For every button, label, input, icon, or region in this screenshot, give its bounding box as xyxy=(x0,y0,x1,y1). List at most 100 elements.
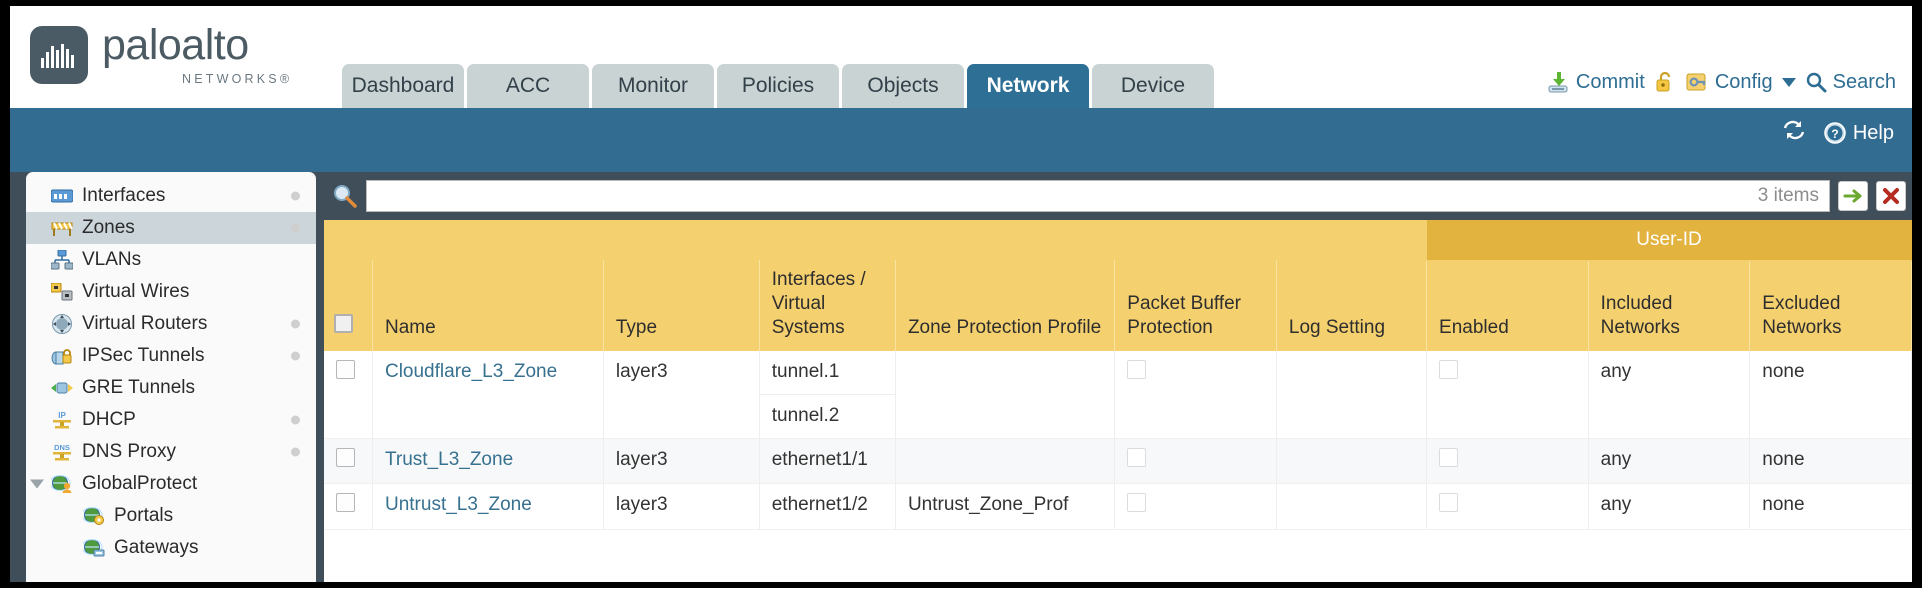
apply-filter-button[interactable] xyxy=(1838,181,1868,211)
magnifier-icon xyxy=(1806,72,1827,93)
row-checkbox[interactable] xyxy=(336,360,355,380)
tab-objects[interactable]: Objects xyxy=(842,64,964,108)
portals-icon xyxy=(82,506,105,527)
row-checkbox[interactable] xyxy=(336,447,355,467)
svg-text:DNS: DNS xyxy=(54,443,70,452)
row-select-cell[interactable] xyxy=(324,438,373,485)
chevron-down-icon xyxy=(1781,77,1796,87)
zones-icon xyxy=(50,218,73,239)
zone-name-link[interactable]: Untrust_L3_Zone xyxy=(384,494,532,516)
magnifier-icon xyxy=(332,183,358,209)
column-header-type[interactable]: Type xyxy=(603,260,760,352)
green-arrow-icon xyxy=(1843,189,1862,203)
clear-filter-button[interactable] xyxy=(1876,181,1906,211)
refresh-button[interactable] xyxy=(1781,118,1807,148)
commit-disk-icon xyxy=(1548,72,1568,93)
sidebar-item-virtual-wires[interactable]: Virtual Wires xyxy=(26,276,316,308)
zone-type-cell: layer3 xyxy=(603,483,760,530)
app-header: paloalto NETWORKS® Dashboard ACC Monitor… xyxy=(0,0,1922,108)
status-dot xyxy=(291,351,300,361)
column-header-included-networks[interactable]: Included Networks xyxy=(1588,260,1751,352)
sidebar-item-gre-tunnels[interactable]: GRE Tunnels xyxy=(26,372,316,404)
help-label: Help xyxy=(1852,121,1894,144)
column-header-enabled[interactable]: Enabled xyxy=(1426,260,1589,352)
network-sidebar: Interfaces Zones xyxy=(26,172,316,582)
packet-buffer-protection-checkbox[interactable] xyxy=(1127,360,1147,380)
sidebar-label: Virtual Wires xyxy=(82,281,190,302)
user-id-enabled-cell[interactable] xyxy=(1426,351,1589,439)
zone-name-cell[interactable]: Cloudflare_L3_Zone xyxy=(372,351,604,439)
sidebar-item-globalprotect[interactable]: GlobalProtect xyxy=(26,468,316,500)
zone-name-link[interactable]: Cloudflare_L3_Zone xyxy=(384,361,558,383)
status-dot xyxy=(291,447,300,457)
sidebar-item-interfaces[interactable]: Interfaces xyxy=(26,180,316,212)
sidebar-item-gateways[interactable]: Gateways xyxy=(26,532,316,564)
table-row[interactable]: Trust_L3_Zone layer3 ethernet1/1 xyxy=(324,438,1912,485)
zones-table-container: User-ID Name Type Interfaces / Virtual S… xyxy=(324,220,1912,582)
expander-triangle-icon[interactable] xyxy=(30,479,44,489)
column-header-log-setting[interactable]: Log Setting xyxy=(1276,260,1428,352)
column-header-packet-buffer-protection[interactable]: Packet Buffer Protection xyxy=(1114,260,1277,352)
column-header-excluded-networks[interactable]: Excluded Networks xyxy=(1749,260,1912,352)
config-menu[interactable]: Config xyxy=(1685,70,1796,94)
content-area: Interfaces Zones xyxy=(0,172,1922,588)
excluded-networks-cell: none xyxy=(1749,351,1912,439)
item-count: 3 items xyxy=(1757,185,1819,206)
search-input[interactable]: 3 items xyxy=(366,180,1830,212)
sidebar-item-zones[interactable]: Zones xyxy=(26,212,316,244)
row-select-cell[interactable] xyxy=(324,483,373,530)
refresh-icon xyxy=(1783,120,1805,140)
zone-name-link[interactable]: Trust_L3_Zone xyxy=(384,448,514,470)
sidebar-item-portals[interactable]: Portals xyxy=(26,500,316,532)
user-id-enabled-cell[interactable] xyxy=(1426,438,1589,485)
packet-buffer-protection-checkbox[interactable] xyxy=(1127,447,1147,467)
row-checkbox[interactable] xyxy=(336,493,355,513)
user-id-enabled-checkbox[interactable] xyxy=(1439,493,1459,513)
zone-type-cell: layer3 xyxy=(603,351,760,439)
user-id-enabled-cell[interactable] xyxy=(1426,483,1589,530)
zone-type-cell: layer3 xyxy=(603,438,760,485)
search-button[interactable]: Search xyxy=(1805,71,1896,94)
commit-button[interactable]: Commit xyxy=(1546,70,1645,94)
select-all-checkbox[interactable] xyxy=(334,313,353,333)
sidebar-item-virtual-routers[interactable]: Virtual Routers xyxy=(26,308,316,340)
zone-name-cell[interactable]: Trust_L3_Zone xyxy=(372,438,604,485)
sidebar-item-ipsec-tunnels[interactable]: IPSec Tunnels xyxy=(26,340,316,372)
lock-button[interactable] xyxy=(1654,70,1676,94)
zone-name-cell[interactable]: Untrust_L3_Zone xyxy=(372,483,604,530)
packet-buffer-protection-cell[interactable] xyxy=(1114,438,1277,485)
brand-tagline: NETWORKS® xyxy=(182,72,293,86)
packet-buffer-protection-cell[interactable] xyxy=(1114,351,1277,439)
logo-bars-icon xyxy=(41,44,74,68)
tab-acc[interactable]: ACC xyxy=(467,64,589,108)
dhcp-icon: IP xyxy=(50,410,73,431)
column-header-interfaces[interactable]: Interfaces / Virtual Systems xyxy=(759,260,896,352)
column-header-zone-protection-profile[interactable]: Zone Protection Profile xyxy=(895,260,1116,352)
sidebar-item-dhcp[interactable]: IP DHCP xyxy=(26,404,316,436)
sidebar-label: GlobalProtect xyxy=(82,473,198,494)
packet-buffer-protection-cell[interactable] xyxy=(1114,483,1277,530)
commit-label: Commit xyxy=(1575,70,1645,93)
select-all-header[interactable] xyxy=(324,260,373,352)
sidebar-item-dns-proxy[interactable]: DNS DNS Proxy xyxy=(26,436,316,468)
zones-panel: 3 items xyxy=(324,172,1912,582)
packet-buffer-protection-checkbox[interactable] xyxy=(1127,493,1147,513)
header-toolbar: Commit Config xyxy=(1546,70,1896,94)
sidebar-item-vlans[interactable]: VLANs xyxy=(26,244,316,276)
tab-monitor[interactable]: Monitor xyxy=(592,64,714,108)
tab-network[interactable]: Network xyxy=(967,64,1089,108)
main-nav-tabs: Dashboard ACC Monitor Policies Objects N… xyxy=(342,64,1217,108)
config-key-icon xyxy=(1686,73,1706,91)
user-id-enabled-checkbox[interactable] xyxy=(1439,447,1459,467)
tab-dashboard[interactable]: Dashboard xyxy=(342,64,464,108)
table-row[interactable]: Untrust_L3_Zone layer3 ethernet1/2 Untru… xyxy=(324,483,1912,530)
zone-protection-profile-cell xyxy=(895,438,1116,485)
brand-logo: paloalto NETWORKS® xyxy=(30,24,292,86)
tab-policies[interactable]: Policies xyxy=(717,64,839,108)
column-header-name[interactable]: Name xyxy=(372,260,604,352)
help-button[interactable]: ? Help xyxy=(1823,121,1894,145)
row-select-cell[interactable] xyxy=(324,351,373,439)
user-id-enabled-checkbox[interactable] xyxy=(1439,360,1459,380)
zone-protection-profile-cell xyxy=(895,351,1116,439)
tab-device[interactable]: Device xyxy=(1092,64,1214,108)
